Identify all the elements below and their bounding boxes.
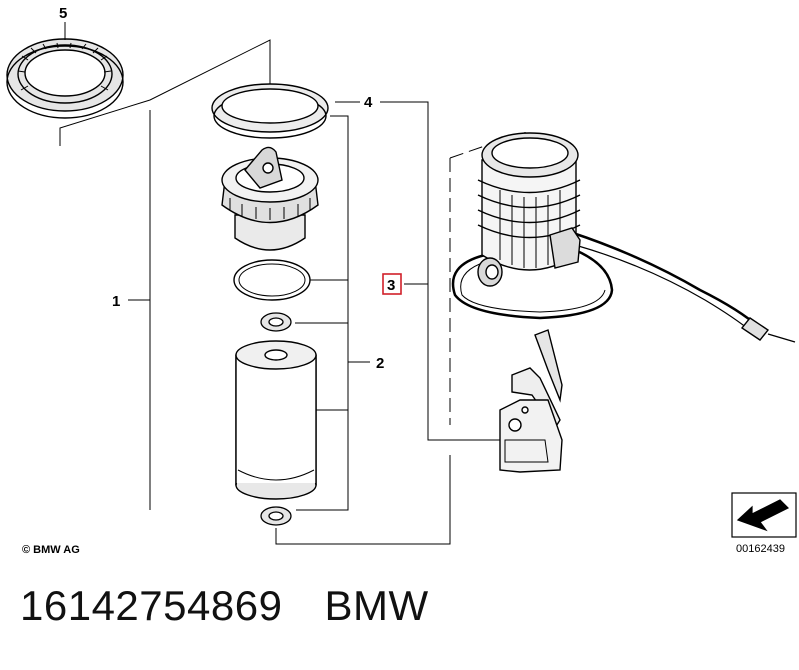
callout-5: 5 xyxy=(59,5,67,22)
gasket-ring-top xyxy=(211,83,329,139)
callout-2: 2 xyxy=(376,355,384,372)
small-seal-upper xyxy=(260,312,292,332)
part-5-seal-ring xyxy=(6,38,124,119)
callout-4: 4 xyxy=(364,94,373,111)
leader-lines xyxy=(59,22,526,545)
fuel-sender-unit xyxy=(451,132,796,473)
drawing-number: 00162439 xyxy=(736,543,785,555)
callout-3-highlight-box xyxy=(382,273,402,295)
callout-3: 3 xyxy=(387,277,395,294)
part-number: 16142754869 xyxy=(20,582,283,629)
filter-element xyxy=(235,340,317,500)
small-seal-lower xyxy=(260,506,292,526)
filter-cap xyxy=(221,146,319,251)
callout-1: 1 xyxy=(112,293,120,310)
o-ring xyxy=(233,259,311,301)
copyright-text: © BMW AG xyxy=(22,544,80,556)
brand-name: BMW xyxy=(324,582,429,629)
o-ring-inner xyxy=(238,263,306,297)
view-direction-icon xyxy=(731,492,797,538)
part-number-line: 16142754869 BMW xyxy=(20,582,429,630)
